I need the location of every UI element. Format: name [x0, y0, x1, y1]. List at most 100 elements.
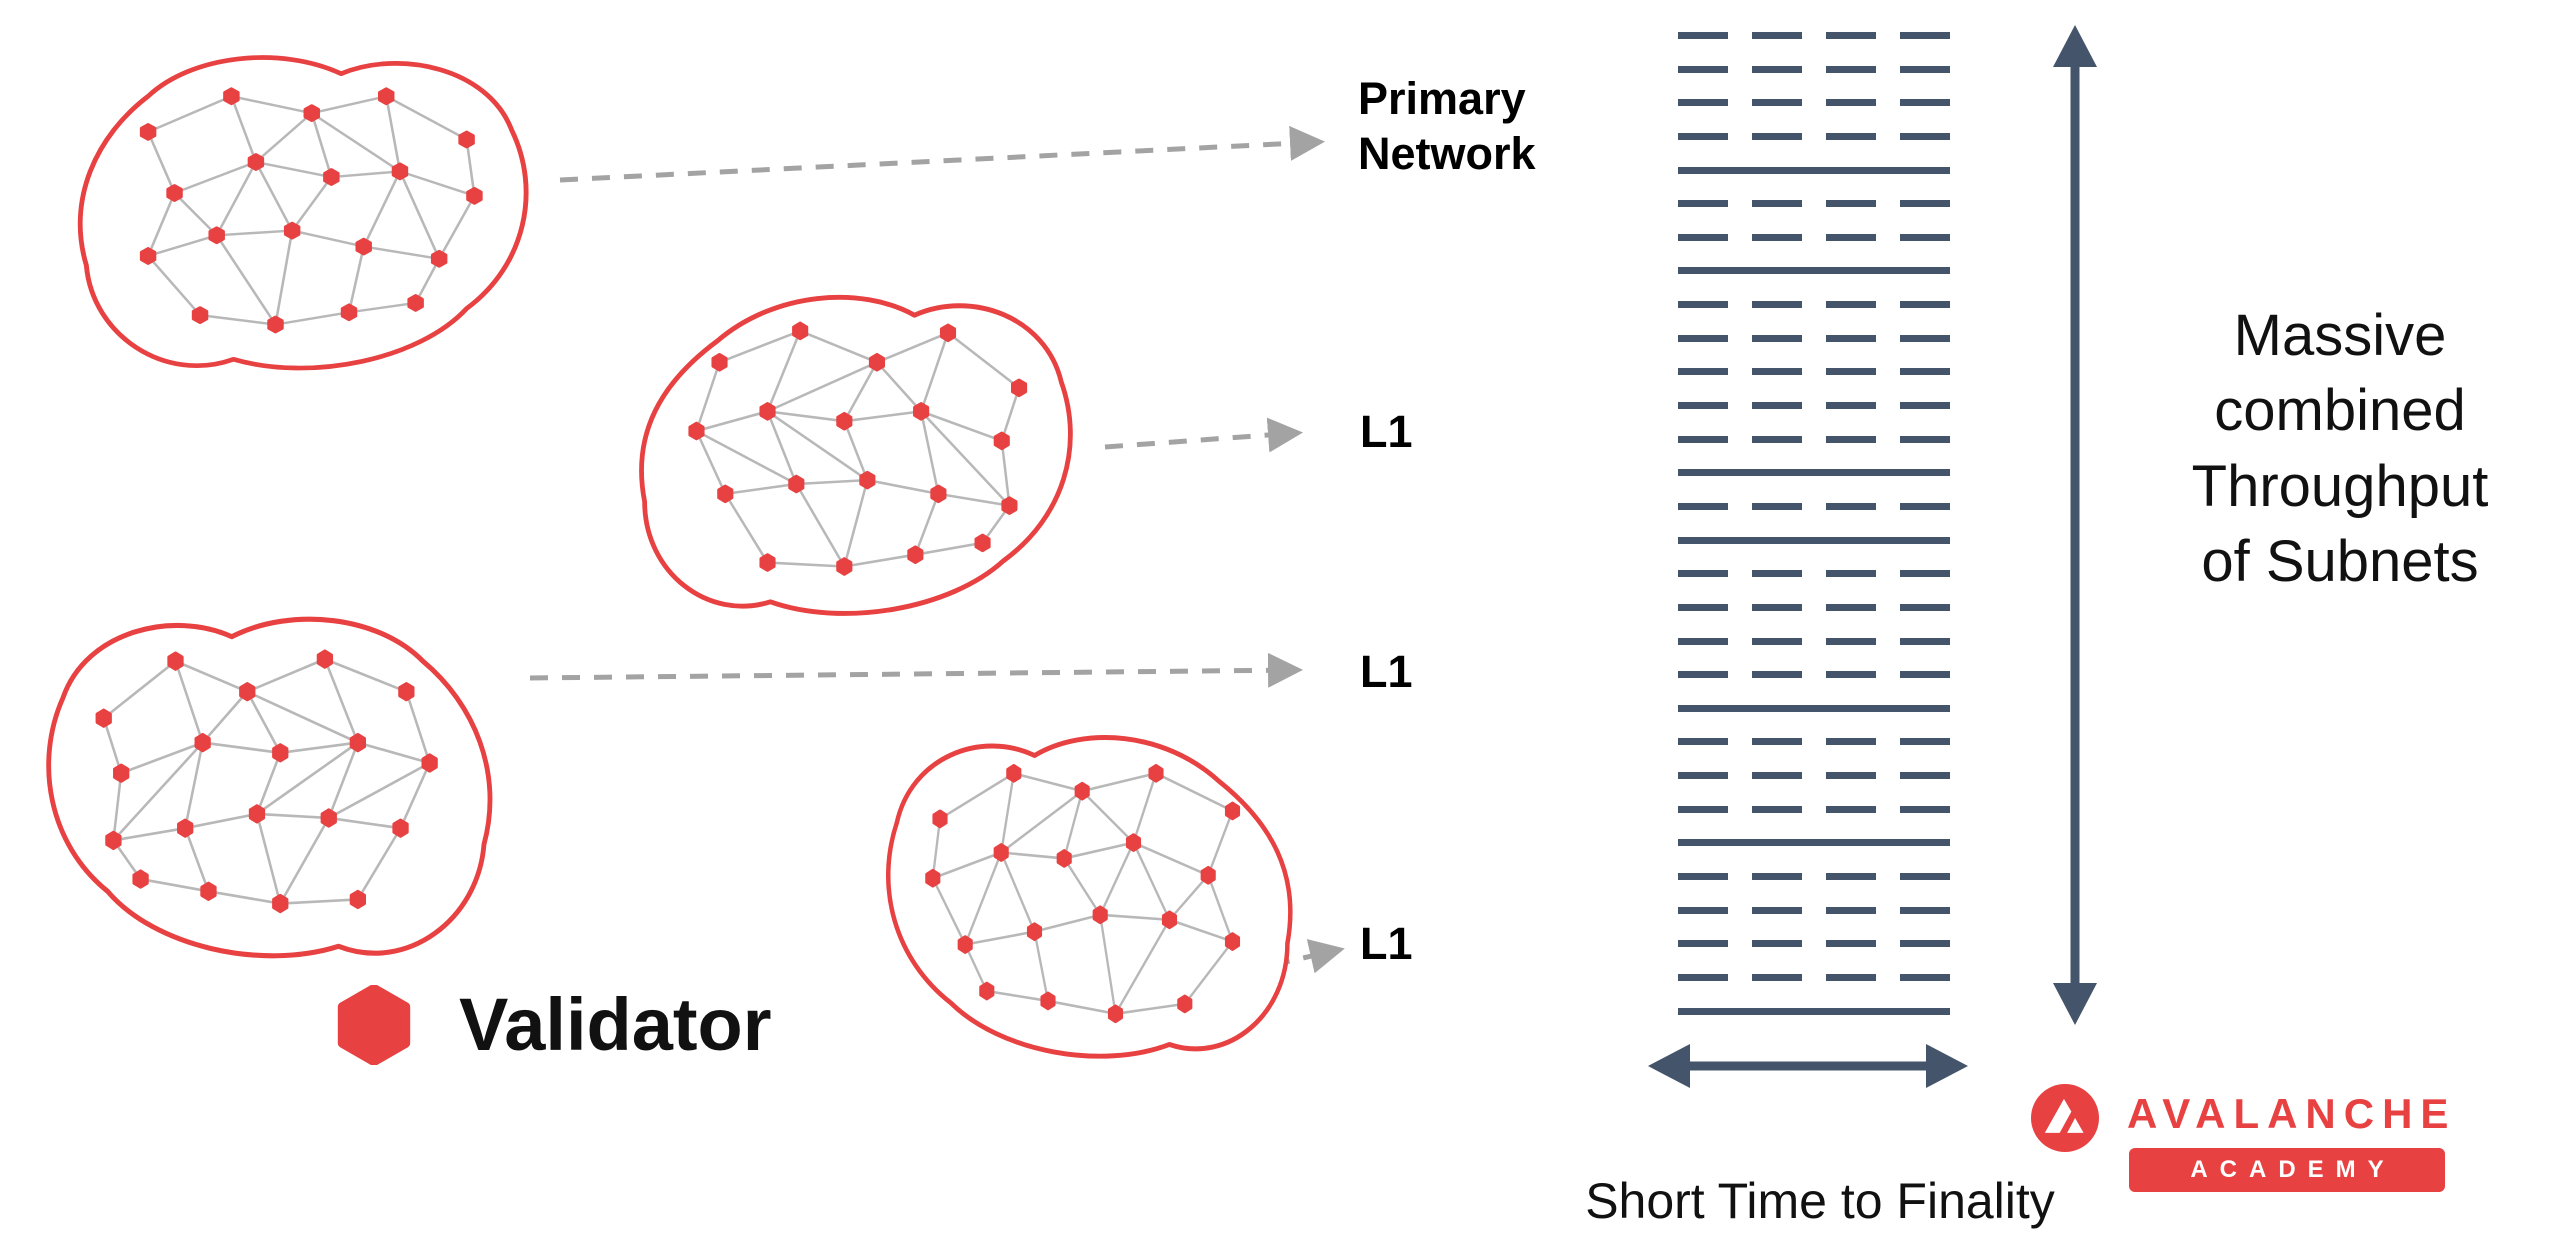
- block-row-dashed: [1678, 973, 1950, 981]
- network-edge: [767, 361, 878, 413]
- network-edge: [1000, 440, 1011, 506]
- network-edge: [399, 170, 475, 197]
- network-edge: [986, 989, 1049, 1003]
- network-edge: [112, 773, 123, 841]
- network-edge: [932, 851, 1002, 880]
- network-edge: [1000, 773, 1015, 853]
- network-edge: [1000, 790, 1083, 854]
- network-edge: [255, 112, 313, 163]
- network-edge: [311, 112, 401, 173]
- network-edge: [255, 160, 332, 179]
- validator-node-icon: [993, 431, 1010, 451]
- network-edge: [328, 761, 431, 820]
- finality-caption: Short Time to Finality: [1585, 1173, 2055, 1229]
- network-edge: [327, 742, 360, 819]
- network-edge: [1114, 919, 1171, 1015]
- validator-node-icon: [191, 306, 209, 325]
- validator-node-icon: [979, 981, 995, 1001]
- network-edge: [246, 657, 326, 693]
- network-edge: [363, 245, 440, 260]
- block-row-dashed: [1678, 772, 1950, 780]
- validator-node-icon: [113, 763, 130, 783]
- validator-node-icon: [466, 186, 483, 205]
- network-edge: [414, 258, 441, 304]
- network-edge: [174, 160, 257, 195]
- network-edge: [1099, 914, 1117, 1015]
- throughput-caption: Massive combined Throughput of Subnets: [2140, 298, 2540, 600]
- network-edge: [796, 478, 868, 486]
- validator-node-icon: [248, 804, 266, 824]
- primary-network-blob: [55, 38, 545, 395]
- network-edge: [1207, 810, 1234, 876]
- validator-node-icon: [1200, 865, 1216, 885]
- block-row-solid: [1678, 704, 1950, 712]
- network-edge: [216, 229, 293, 237]
- network-edge: [795, 483, 846, 568]
- throughput-caption-line3: Throughput: [2191, 453, 2489, 519]
- network-edge: [280, 741, 359, 755]
- network-edge: [399, 762, 431, 829]
- block-row-dashed: [1678, 368, 1950, 376]
- validator-node-icon: [711, 352, 728, 372]
- l1-blob-bottom: [868, 712, 1318, 1088]
- network-edge: [215, 161, 258, 236]
- network-edge: [876, 331, 949, 364]
- network-edge: [324, 657, 407, 693]
- validator-node-icon: [1224, 801, 1241, 821]
- network-edge: [876, 361, 923, 413]
- academy-badge-label: ACADEMY: [2190, 1156, 2396, 1183]
- throughput-caption-line1: Massive: [2233, 303, 2447, 368]
- network-edge: [724, 493, 769, 564]
- avalanche-wordmark: AVALANCHE: [2127, 1090, 2457, 1137]
- finality-horizontal-arrow: [1648, 1044, 1968, 1088]
- network-edge: [384, 96, 402, 172]
- network-edge: [843, 479, 869, 567]
- network-edge: [938, 492, 1010, 507]
- validator-node-icon: [303, 104, 320, 123]
- network-edge: [844, 410, 922, 423]
- network-edge: [147, 95, 232, 134]
- validator-node-icon: [1010, 378, 1028, 398]
- network-edge: [280, 898, 358, 905]
- validator-node-icon: [925, 868, 941, 888]
- network-edge: [405, 691, 431, 764]
- network-edge: [356, 827, 402, 901]
- network-edge: [1183, 940, 1234, 1005]
- validator-node-icon: [208, 226, 225, 245]
- block-row-dashed: [1678, 32, 1950, 39]
- validator-node-icon: [166, 184, 183, 202]
- validator-node-icon: [792, 321, 809, 341]
- network-edge: [465, 139, 476, 196]
- network-edge: [844, 553, 916, 568]
- block-row-solid: [1678, 267, 1950, 275]
- network-edge: [1133, 841, 1209, 877]
- arrow-l1-top: [1104, 417, 1303, 453]
- network-edge: [931, 877, 967, 946]
- network-edge: [696, 410, 768, 433]
- network-edge: [385, 95, 468, 141]
- network-edge: [964, 851, 1003, 946]
- block-column: [1678, 32, 1950, 1015]
- network-edge: [275, 311, 350, 326]
- validator-node-icon: [1056, 849, 1072, 868]
- block-row-dashed: [1678, 65, 1950, 73]
- block-row-dashed: [1678, 200, 1950, 208]
- block-row-solid: [1678, 536, 1950, 544]
- academy-badge: ACADEMY: [2129, 1148, 2445, 1192]
- arrow-l1-middle: [529, 652, 1303, 688]
- validator-node-icon: [859, 470, 876, 490]
- network-edge: [766, 410, 798, 485]
- network-edge: [766, 330, 802, 412]
- validator-node-icon: [458, 130, 475, 149]
- block-row-dashed: [1678, 502, 1950, 510]
- validator-node-icon: [1161, 910, 1178, 930]
- l1-label-top: L1: [1360, 406, 1413, 457]
- throughput-caption-line2: combined: [2214, 378, 2466, 444]
- network-edge: [184, 827, 210, 892]
- validator-node-icon: [1006, 763, 1022, 783]
- validator-legend: Validator: [335, 982, 772, 1067]
- network-edge: [920, 410, 1011, 507]
- block-row-dashed: [1678, 637, 1950, 645]
- network-edge: [919, 411, 940, 495]
- validator-node-icon: [836, 411, 853, 431]
